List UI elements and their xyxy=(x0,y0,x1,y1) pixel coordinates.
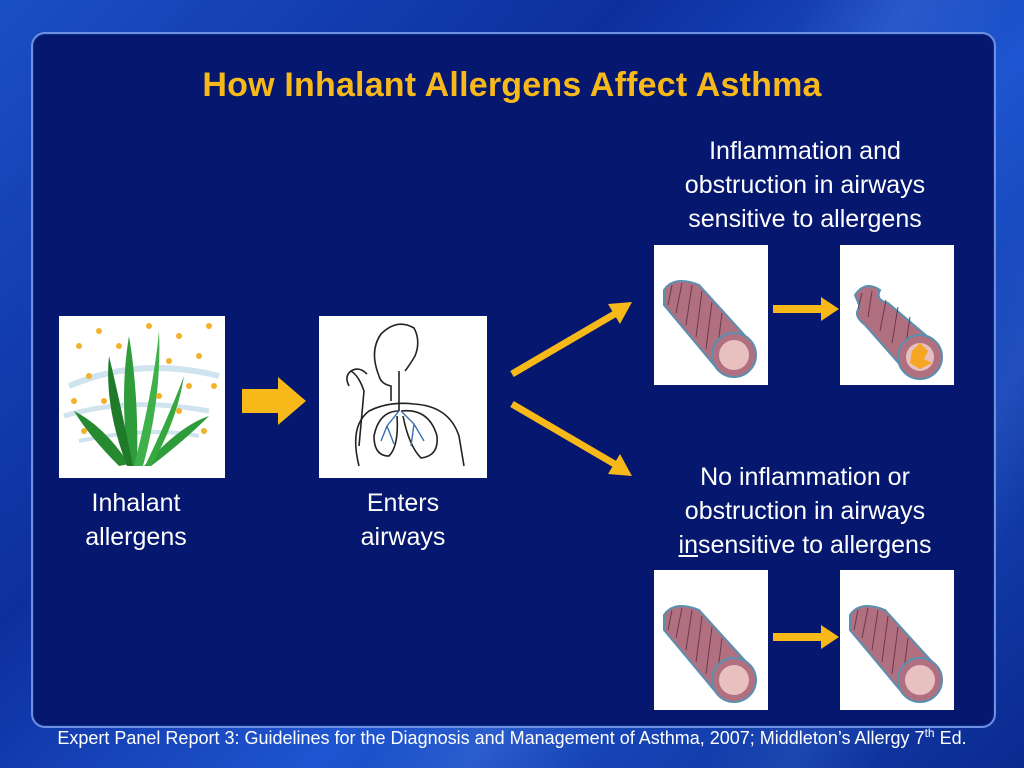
airway-inflamed-icon xyxy=(840,245,954,385)
slide-title: How Inhalant Allergens Affect Asthma xyxy=(202,66,822,104)
airway-normal-icon xyxy=(654,570,768,710)
plant-allergen-icon xyxy=(59,316,225,478)
airway-normal-icon xyxy=(840,570,954,710)
reference-footer: Expert Panel Report 3: Guidelines for th… xyxy=(57,726,967,748)
arrow-up-right-icon xyxy=(508,298,638,378)
human-airways-icon xyxy=(319,316,487,478)
arrow-right-icon xyxy=(773,297,839,321)
arrow-right-icon xyxy=(773,625,839,649)
enters-caption: Enters airways xyxy=(360,489,446,551)
inhalant-caption: Inhalant allergens xyxy=(85,489,187,551)
arrow-right-icon xyxy=(242,377,306,425)
arrow-down-right-icon xyxy=(508,400,638,480)
airway-normal-icon xyxy=(654,245,768,385)
sensitive-caption: Inflammation and obstruction in airways … xyxy=(684,137,926,233)
insensitive-caption: No inflammation or obstruction in airway… xyxy=(678,463,932,559)
